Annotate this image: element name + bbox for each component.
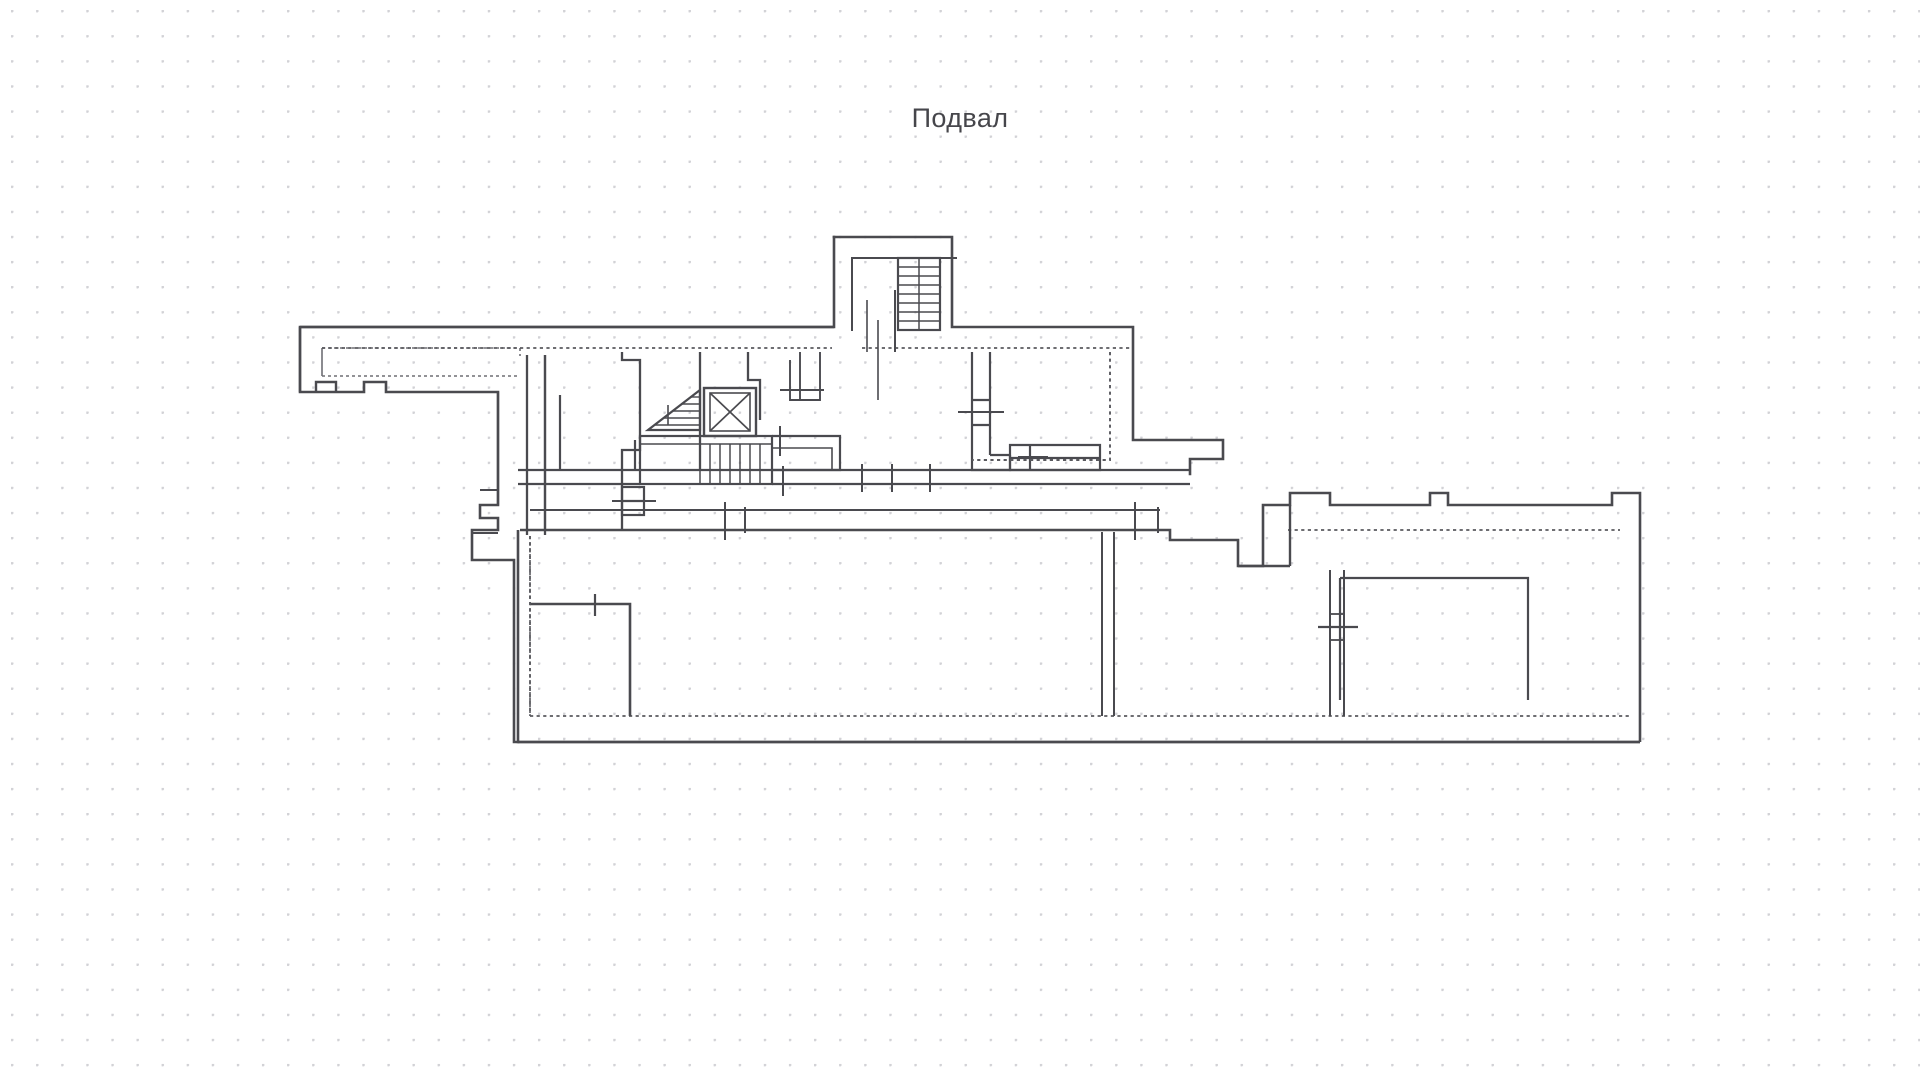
elevator-shaft-cross-icon: [709, 392, 751, 432]
top-projection-outline: [298, 235, 836, 744]
top-stair-block: [866, 256, 942, 400]
lower-corridor-door-markers: [724, 502, 1159, 540]
right-wing-interior: [1338, 576, 1530, 700]
right-wing-door-group: [1318, 570, 1358, 716]
upper-right-room-dashed: [789, 352, 1111, 461]
page-title: Подвал: [911, 103, 1009, 133]
partition-wall: [1101, 532, 1115, 716]
elevator-shaft-inner: [709, 392, 751, 432]
small-room-bl: [530, 602, 632, 716]
left-corridor-inner-top: [322, 347, 521, 356]
diagonal-stair-treads: [654, 396, 700, 426]
stair-landing: [772, 434, 842, 472]
wall-jamb-marks: [472, 489, 498, 534]
lower-stair-outline: [638, 434, 774, 486]
left-vertical-walls: [496, 355, 562, 530]
stair-landing-inner: [772, 447, 833, 470]
upper-right-wall: [832, 235, 1225, 476]
wall-outline-group: [298, 235, 1225, 744]
right-wing-entry-notch: [1238, 505, 1292, 568]
lower-hall-inner-dashed: [529, 529, 1630, 717]
corridor-bottom-notches: [314, 380, 338, 392]
lower-stair-treads: [640, 443, 772, 484]
mid-corridor-band: [518, 468, 1190, 486]
lower-hall-outline: [516, 491, 1642, 744]
top-stair-treads: [898, 258, 940, 330]
corridor-door-markers: [861, 464, 931, 492]
diagonal-stair-outline: [644, 387, 702, 432]
